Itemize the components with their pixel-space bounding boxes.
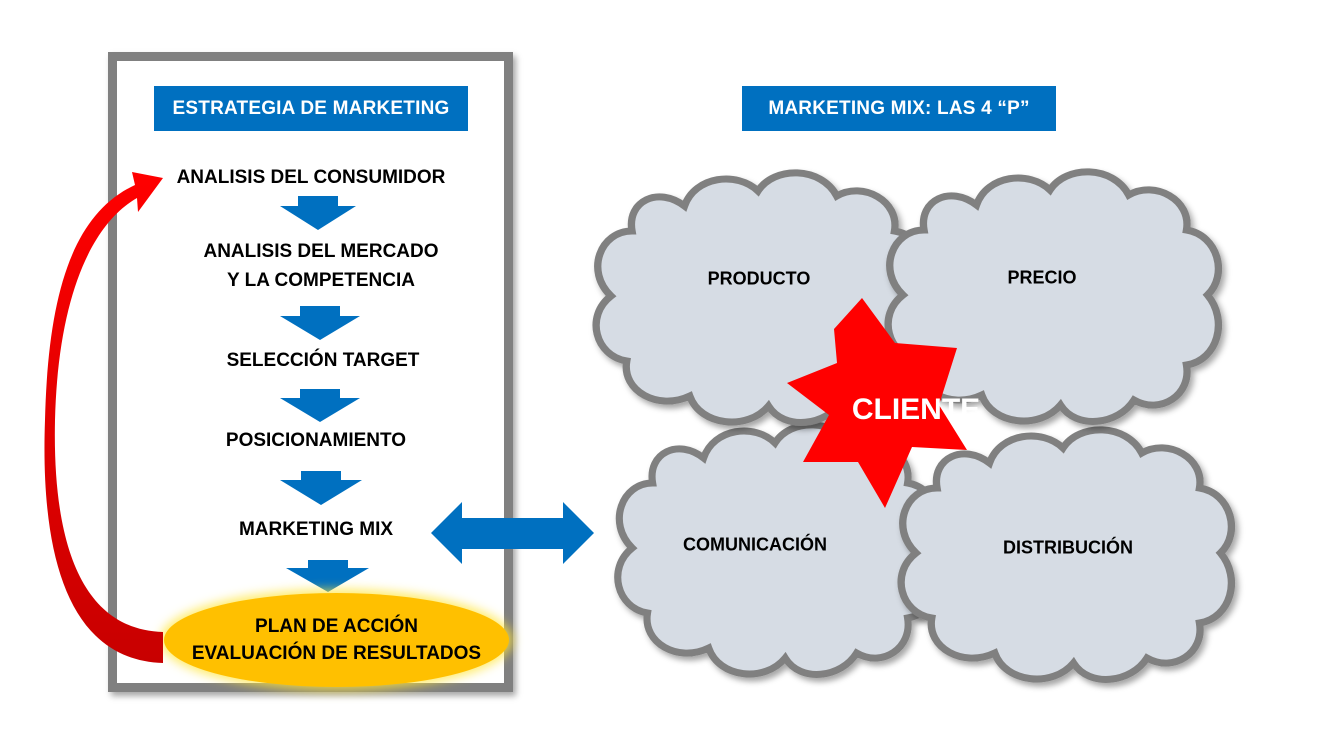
down-arrow-icon (280, 471, 362, 505)
step-market-analysis-line1: ANALISIS DEL MERCADO (203, 241, 439, 262)
down-arrow-icon (280, 196, 356, 230)
action-plan-line2: EVALUACIÓN DE RESULTADOS (191, 643, 482, 664)
step-target-selection: SELECCIÓN TARGET (226, 350, 420, 371)
down-arrow-icon (286, 560, 369, 592)
strategy-frame (108, 52, 513, 692)
mix-header: MARKETING MIX: LAS 4 “P” (742, 86, 1056, 131)
cloud-producto-label: PRODUCTO (707, 268, 811, 289)
step-market-analysis: ANALISIS DEL MERCADO Y LA COMPETENCIA (126, 237, 516, 295)
cloud-distribucion-label: DISTRIBUCIÓN (1003, 537, 1133, 558)
down-arrow-icon (280, 389, 360, 422)
client-label: CLIENTE (851, 393, 981, 426)
step-positioning: POSICIONAMIENTO (225, 430, 407, 451)
cloud-comunicacion-label: COMUNICACIÓN (683, 534, 827, 555)
strategy-header: ESTRATEGIA DE MARKETING (154, 86, 468, 131)
client-star-shape (787, 298, 967, 508)
cloud-precio-label: PRECIO (1007, 267, 1077, 288)
step-consumer-analysis: ANALISIS DEL CONSUMIDOR (176, 167, 446, 188)
down-arrow-icon (280, 306, 360, 340)
step-marketing-mix: MARKETING MIX (238, 519, 394, 540)
double-arrow-icon (431, 502, 594, 564)
step-market-analysis-line2: Y LA COMPETENCIA (227, 270, 415, 291)
action-plan-line1: PLAN DE ACCIÓN (255, 616, 418, 637)
action-plan-ellipse: PLAN DE ACCIÓN EVALUACIÓN DE RESULTADOS (164, 593, 509, 687)
